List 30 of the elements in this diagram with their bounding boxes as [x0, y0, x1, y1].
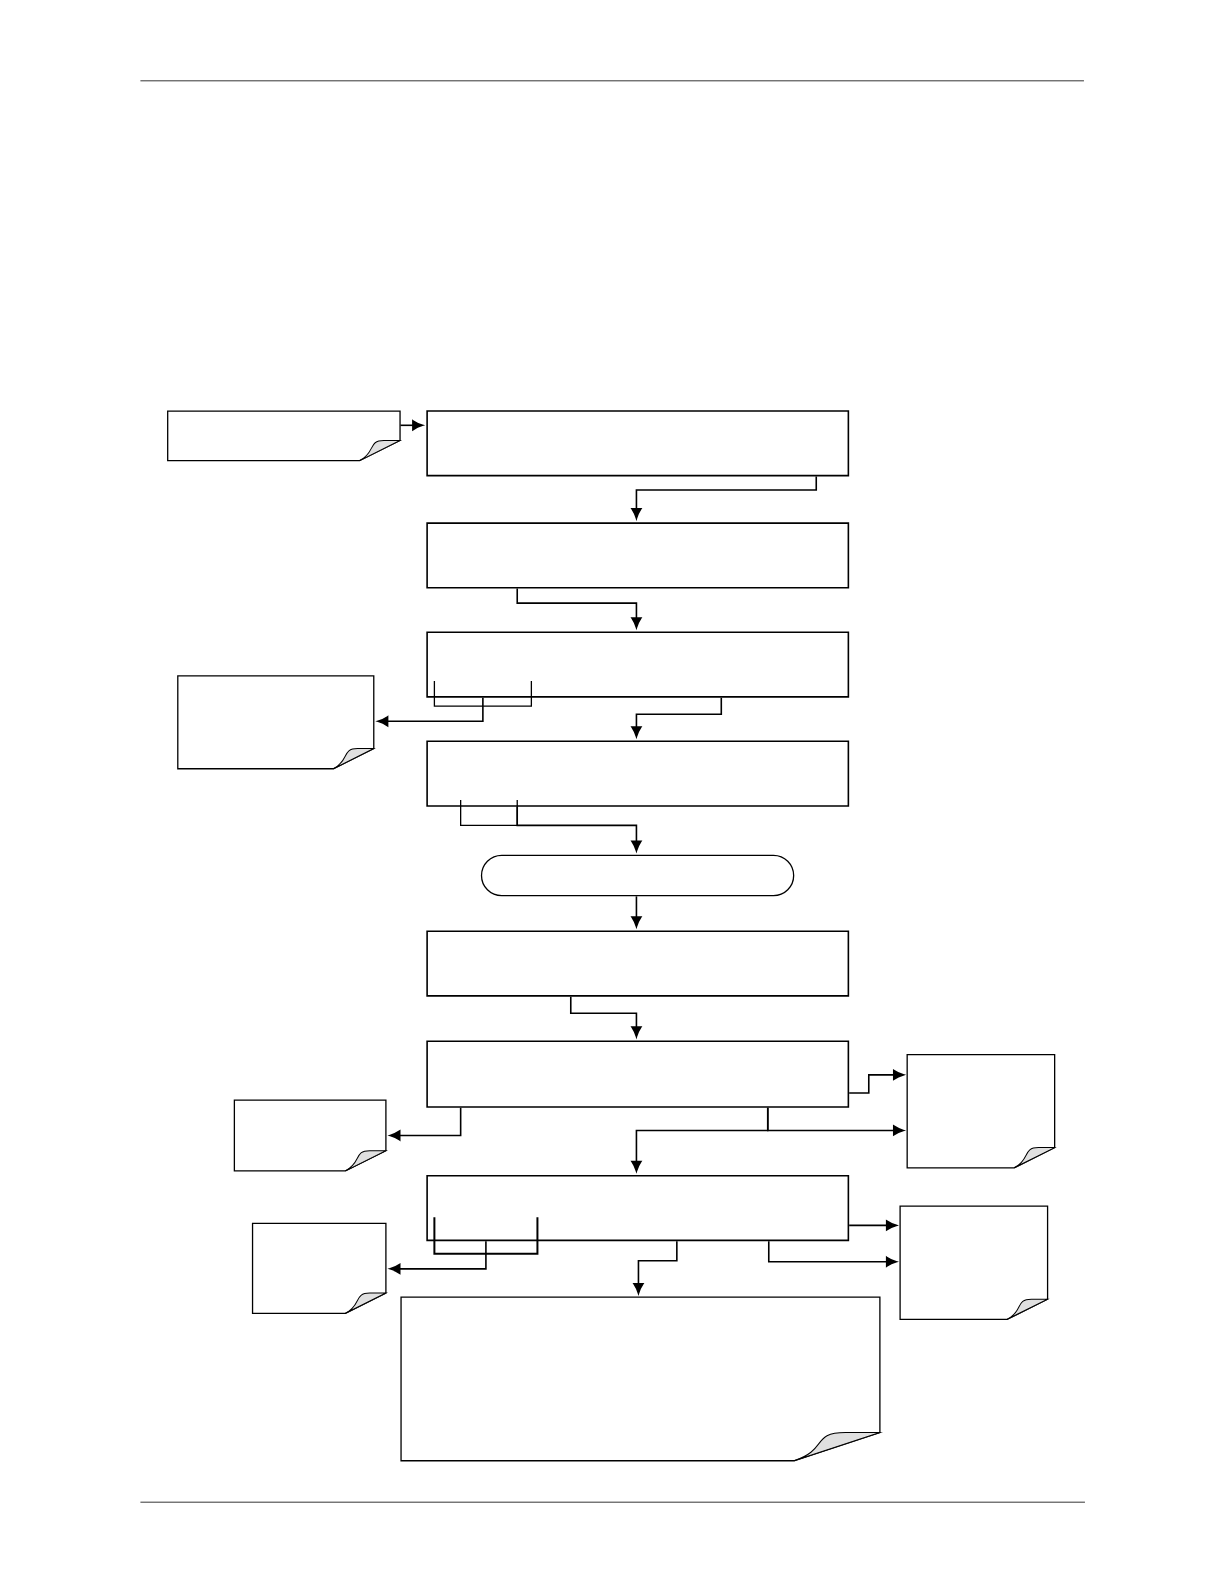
note-shape	[177, 675, 375, 770]
arrow	[631, 696, 722, 738]
terminal-shape	[480, 854, 795, 897]
arrow	[516, 805, 642, 852]
arrow	[569, 995, 642, 1038]
arrow	[767, 1240, 897, 1267]
arrow	[389, 1240, 487, 1275]
arrow	[848, 1220, 897, 1231]
note-shape	[233, 1099, 387, 1172]
arrow	[633, 1240, 678, 1294]
process-box	[426, 631, 849, 698]
arrow	[399, 420, 424, 431]
arrow	[516, 587, 642, 629]
process-box	[426, 1174, 849, 1242]
note-shape	[251, 1222, 387, 1314]
arrow	[377, 696, 484, 727]
note-shape	[166, 410, 401, 462]
arrow	[631, 895, 642, 928]
process-box	[426, 522, 849, 589]
process-box	[426, 930, 849, 997]
arrow	[631, 475, 817, 520]
arrow	[766, 1107, 904, 1136]
process-box	[426, 740, 849, 807]
note-shape	[899, 1205, 1049, 1320]
note-shape	[400, 1296, 881, 1462]
process-box	[426, 410, 849, 477]
arrow	[848, 1069, 904, 1094]
note-shape	[906, 1054, 1056, 1169]
arrow	[389, 1107, 462, 1141]
process-box	[426, 1040, 849, 1108]
